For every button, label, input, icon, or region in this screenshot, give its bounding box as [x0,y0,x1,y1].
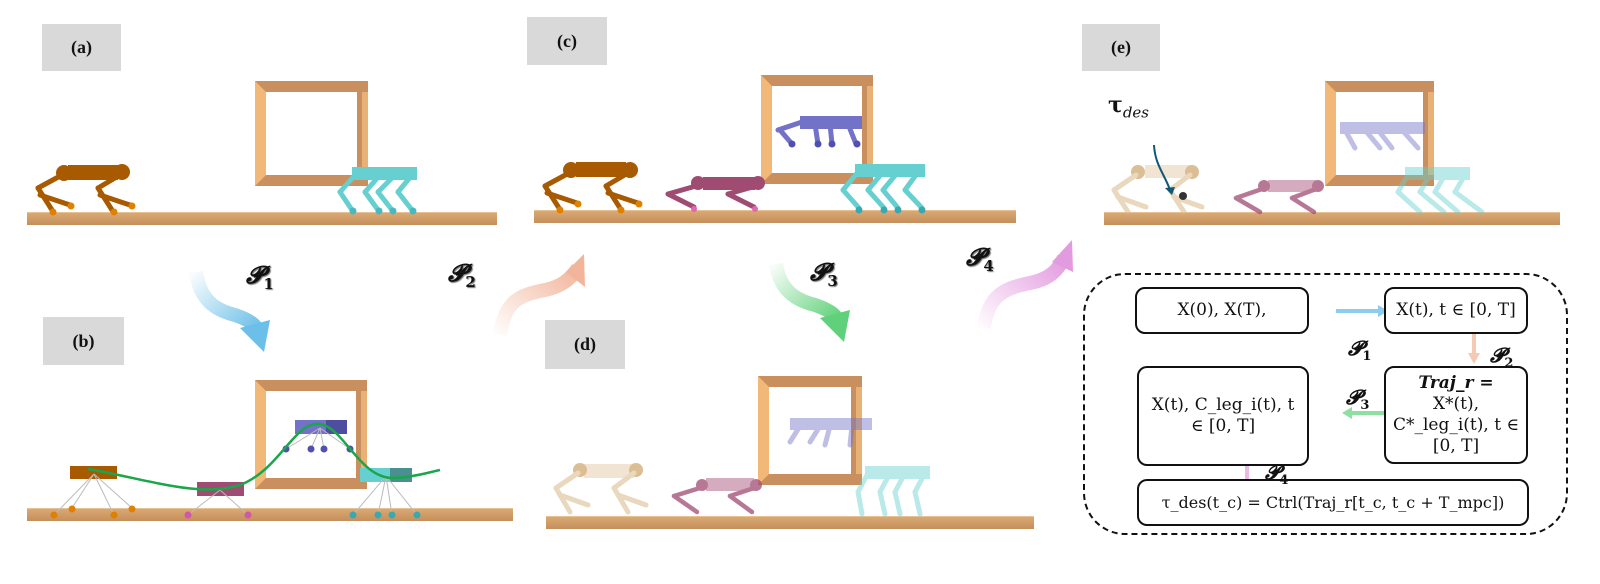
traj-line2: X*(t), C*_leg_i(t), t ∈ [1392,393,1520,435]
arrow-p2-icon [493,254,585,337]
body-brown-b [50,466,136,519]
process-label-p1: 𝓟1 [246,260,274,293]
ground-d [546,516,1034,529]
ground-a [27,212,497,225]
robot-cyan-a [337,167,417,215]
arrow-p3-icon [769,262,850,342]
panel-label-b: (b) [43,317,124,365]
process-label-p4: 𝓟4 [966,242,994,275]
panel-label-d: (d) [545,320,625,369]
torque-label: τdes [1108,92,1149,122]
process-label-p3: 𝓟3 [810,257,838,290]
arrow-p1-icon [189,270,270,352]
flow-label-p1: 𝓟1 [1348,336,1372,364]
process-label-p2: 𝓟2 [448,258,476,291]
robot-purple-e [1340,122,1425,151]
flow-box-reference-trajectory: Traj_r = X*(t), C*_leg_i(t), t ∈ [0, T] [1384,366,1528,464]
trajectory-curve [87,422,441,491]
robot-brown-c [542,162,643,214]
robot-cyan-e [1395,167,1485,215]
body-magenta-b [184,482,252,519]
flow-label-p4: 𝓟4 [1265,460,1289,488]
panel-label-a: (a) [42,24,121,71]
robot-magenta-d [671,478,762,515]
flow-label-p3: 𝓟3 [1346,385,1370,413]
robot-cyan-c [840,164,926,214]
gate-frame-e [1325,81,1434,186]
robot-magenta-c [665,176,765,212]
flow-box-contact-schedule: X(t), C_leg_i(t), t ∈ [0, T] [1137,366,1309,466]
robot-brown-a [35,164,136,216]
flowchart-container [1083,273,1568,535]
body-purple-b [282,420,354,453]
contact-line1: X(t), C_leg_i(t), t [1151,394,1295,415]
gate-frame-a [255,81,368,186]
panel-label-e: (e) [1082,24,1160,71]
gate-frame-d [758,376,862,485]
flow-box-state-trajectory: X(t), t ∈ [0, T] [1384,287,1528,334]
robot-purple-c [775,116,862,148]
robot-purple-d [787,418,872,448]
traj-line1: Traj_r = [1418,372,1494,393]
ground-c [534,210,1016,223]
torque-arrow-icon [1153,144,1187,200]
ground-e [1104,212,1560,225]
arrow-p4-icon [977,240,1073,330]
traj-line3: [0, T] [1432,436,1480,457]
gate-frame-b [255,380,367,489]
flow-arrow-p3-icon [1342,407,1385,419]
panel-label-c: (c) [527,17,607,65]
flow-box-controller: τ_des(t_c) = Ctrl(Traj_r[t_c, t_c + T_mp… [1137,479,1529,526]
gate-frame-c [761,75,873,184]
robot-beige-d [553,463,649,515]
flow-arrow-p2-icon [1468,333,1480,364]
flow-label-p2: 𝓟2 [1490,343,1514,371]
robot-beige-e [1111,165,1205,215]
contact-line2: ∈ [0, T] [1190,416,1256,436]
flow-arrow-p1-icon [1336,305,1388,317]
robot-magenta-e [1233,180,1324,215]
flow-box-initial-final-state: X(0), X(T), [1135,287,1309,334]
robot-cyan-d [855,466,930,517]
